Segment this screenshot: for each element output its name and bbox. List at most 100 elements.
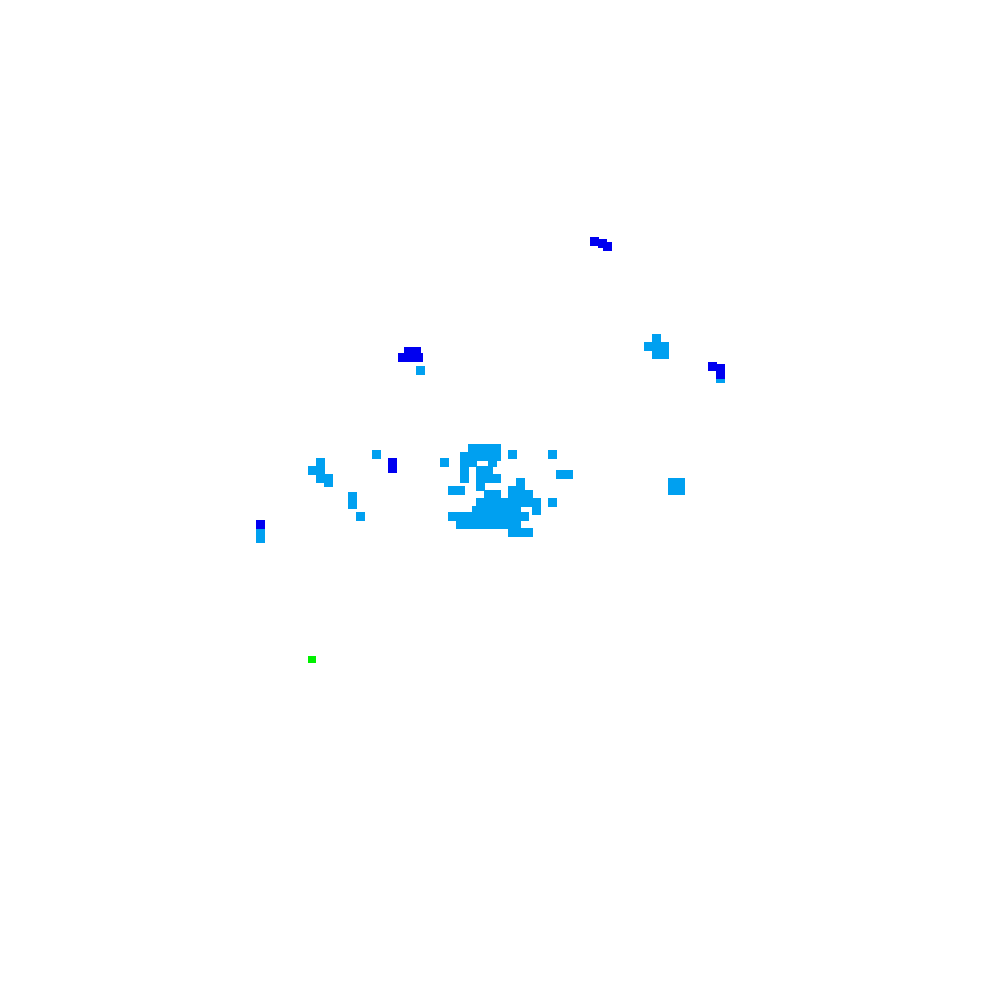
precip-cell-light bbox=[440, 458, 449, 467]
precip-cell-light bbox=[524, 528, 533, 537]
precip-cell-light bbox=[508, 528, 517, 537]
precip-cell-light bbox=[476, 498, 485, 507]
precip-cell-light bbox=[476, 474, 485, 483]
precip-cell-moderate bbox=[398, 353, 407, 362]
precip-cell-light bbox=[496, 506, 505, 515]
precip-cell-light bbox=[480, 520, 489, 529]
precip-cell-light bbox=[480, 512, 489, 521]
precip-cell-moderate bbox=[716, 364, 725, 373]
precip-cell-light bbox=[504, 512, 513, 521]
precip-cell-light bbox=[504, 506, 513, 515]
precip-cell-light bbox=[348, 492, 357, 501]
precip-cell-light bbox=[660, 350, 669, 359]
precip-cell-moderate bbox=[590, 237, 599, 246]
precip-cell-light bbox=[460, 452, 469, 461]
precip-cell-light bbox=[504, 520, 513, 529]
precip-cell-moderate bbox=[388, 464, 397, 473]
precip-cell-light bbox=[676, 478, 685, 487]
precip-cell-light bbox=[532, 506, 541, 515]
precip-cell-light bbox=[484, 444, 493, 453]
precip-cell-light bbox=[448, 512, 457, 521]
precip-cell-light bbox=[464, 520, 473, 529]
precip-cell-light bbox=[460, 474, 469, 483]
precip-cell-light bbox=[308, 466, 317, 475]
precip-cell-light bbox=[372, 450, 381, 459]
precip-cell-light bbox=[492, 474, 501, 483]
precip-cell-light bbox=[472, 506, 481, 515]
precip-cell-moderate bbox=[708, 362, 717, 371]
precip-cell-light bbox=[476, 482, 485, 491]
precip-cell-light bbox=[256, 534, 265, 543]
precip-cell-moderate bbox=[412, 347, 421, 356]
precip-cell-light bbox=[520, 512, 529, 521]
precip-cell-light bbox=[472, 512, 481, 521]
precip-cell-green bbox=[308, 656, 316, 663]
precip-cell-light bbox=[500, 498, 509, 507]
precip-cell-light bbox=[348, 500, 357, 509]
precip-cell-light bbox=[516, 490, 525, 499]
precip-cell-light bbox=[464, 512, 473, 521]
precip-cell-light bbox=[516, 528, 525, 537]
precip-cell-moderate bbox=[716, 370, 725, 379]
precip-cell-moderate bbox=[404, 347, 413, 356]
precip-cell-light bbox=[644, 342, 653, 351]
precip-cell-moderate bbox=[406, 353, 415, 362]
precip-cell-light bbox=[484, 466, 493, 475]
precip-cell-light bbox=[480, 506, 489, 515]
precip-cell-light bbox=[484, 452, 493, 461]
precip-cell-light bbox=[492, 444, 501, 453]
precip-cell-light bbox=[652, 334, 661, 343]
precip-cell-light bbox=[508, 498, 517, 507]
precip-cell-light bbox=[564, 470, 573, 479]
precip-cell-light bbox=[512, 506, 521, 515]
precip-cell-light bbox=[652, 350, 661, 359]
precip-cell-light bbox=[316, 474, 325, 483]
precipitation-cells-layer bbox=[256, 237, 725, 663]
precip-cell-light bbox=[476, 444, 485, 453]
precip-cell-light bbox=[532, 498, 541, 507]
precip-cell-light bbox=[460, 458, 469, 467]
precip-cell-moderate bbox=[603, 242, 612, 251]
precip-cell-light bbox=[548, 450, 557, 459]
precip-cell-light bbox=[668, 478, 677, 487]
precip-cell-light bbox=[676, 486, 685, 495]
precip-cell-light bbox=[508, 450, 517, 459]
precip-cell-light bbox=[652, 342, 661, 351]
precip-cell-light bbox=[416, 366, 425, 375]
precip-cell-light bbox=[472, 520, 481, 529]
precip-cell-light bbox=[256, 528, 265, 537]
precip-cell-light bbox=[484, 490, 493, 499]
precip-cell-light bbox=[488, 458, 497, 467]
precip-cell-light bbox=[456, 486, 465, 495]
precip-cell-light bbox=[524, 498, 533, 507]
precip-cell-light bbox=[512, 520, 521, 529]
precip-cell-light bbox=[516, 498, 525, 507]
precip-cell-light bbox=[492, 452, 501, 461]
precip-cell-light bbox=[460, 466, 469, 475]
precip-cell-light bbox=[496, 512, 505, 521]
precip-cell-light bbox=[468, 444, 477, 453]
precip-cell-light bbox=[316, 458, 325, 467]
precip-cell-light bbox=[484, 474, 493, 483]
precip-cell-light bbox=[668, 486, 677, 495]
precip-cell-light bbox=[492, 490, 501, 499]
precip-cell-light bbox=[488, 520, 497, 529]
precip-cell-light bbox=[476, 466, 485, 475]
precip-cell-light bbox=[496, 520, 505, 529]
precip-cell-light bbox=[488, 506, 497, 515]
precip-cell-light bbox=[468, 458, 477, 467]
precip-cell-light bbox=[448, 486, 457, 495]
precip-cell-moderate bbox=[598, 239, 607, 248]
precip-cell-light bbox=[488, 512, 497, 521]
precip-cell-light bbox=[492, 498, 501, 507]
precip-cell-light bbox=[524, 490, 533, 499]
precip-cell-light bbox=[512, 512, 521, 521]
precip-cell-light bbox=[556, 470, 565, 479]
precip-cell-light bbox=[356, 512, 365, 521]
precip-cell-light bbox=[660, 342, 669, 351]
precip-cell-moderate bbox=[414, 353, 423, 362]
precip-cell-light bbox=[548, 498, 557, 507]
precip-cell-light bbox=[324, 478, 333, 487]
precip-cell-light bbox=[508, 490, 517, 499]
precip-cell-light bbox=[456, 512, 465, 521]
